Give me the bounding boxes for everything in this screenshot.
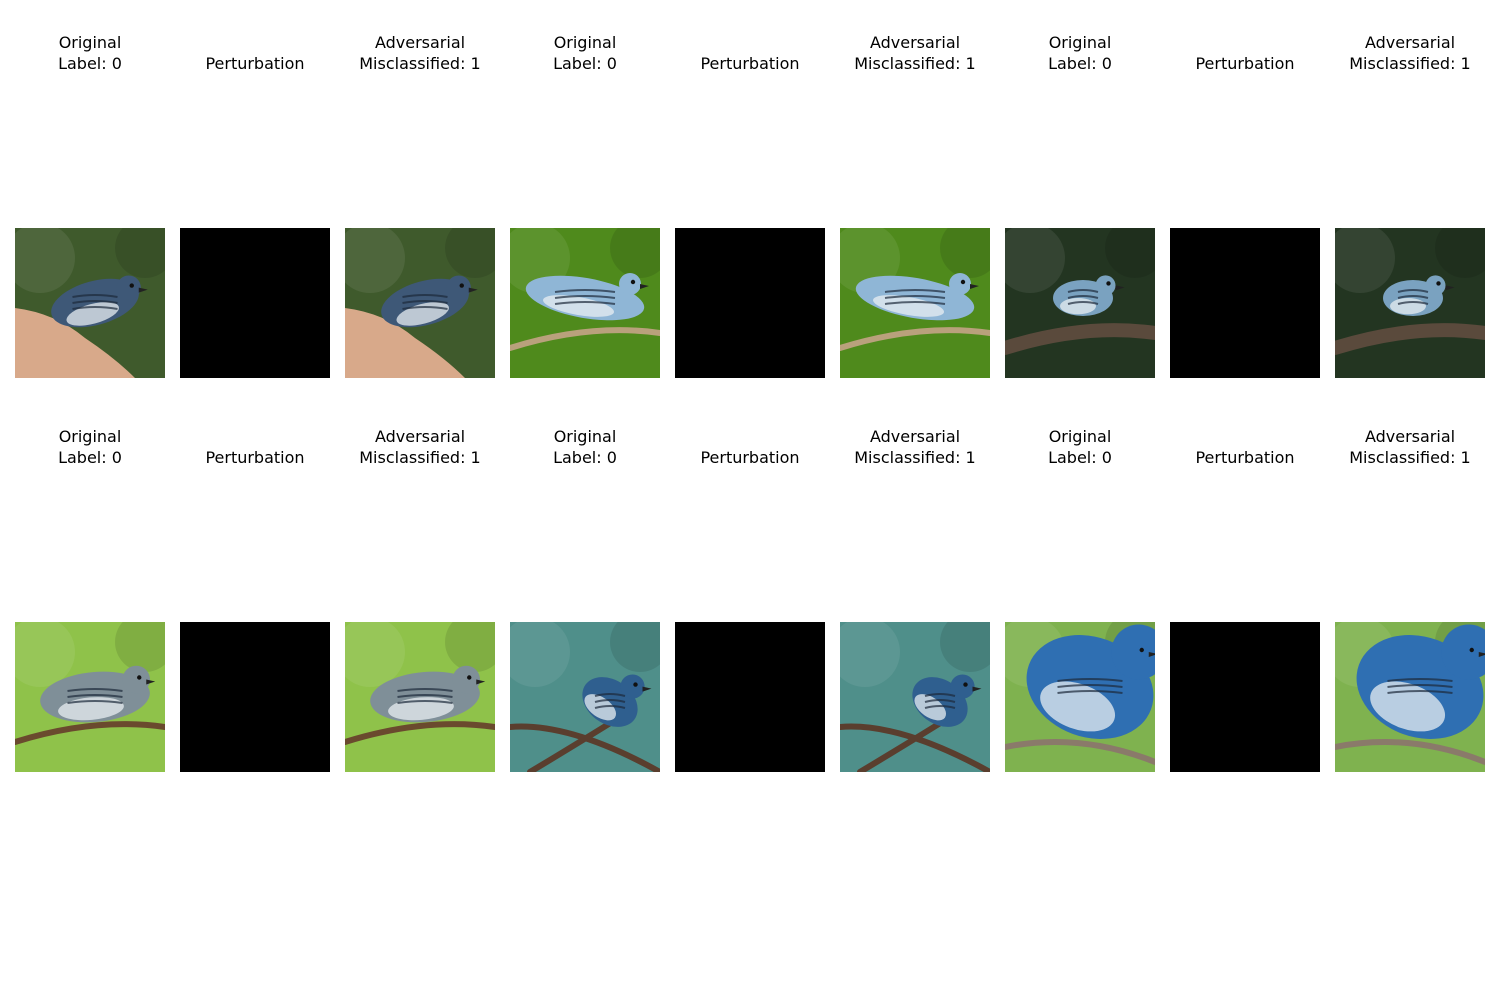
branch-shape bbox=[345, 721, 495, 745]
panel-title-line1: Original bbox=[1048, 33, 1112, 52]
perturbation-image bbox=[675, 228, 825, 378]
perturbation-image bbox=[180, 228, 330, 378]
perturbation-image bbox=[1170, 622, 1320, 772]
panel-title-line1: Adversarial bbox=[1364, 33, 1456, 52]
label-text: Label: 0 bbox=[1048, 54, 1112, 73]
adversarial-bird-image bbox=[345, 622, 495, 772]
perturbation-image bbox=[180, 622, 330, 772]
original-bird-image bbox=[1005, 622, 1155, 772]
adversarial-bird-image bbox=[840, 622, 990, 772]
adversarial-bird-image bbox=[345, 228, 495, 378]
label-text: Label: 0 bbox=[58, 448, 122, 467]
panel-title: Perturbation bbox=[160, 53, 350, 74]
perturbation-fill bbox=[1170, 228, 1320, 378]
perturbation-fill bbox=[675, 228, 825, 378]
bird-shape bbox=[912, 674, 982, 727]
misclassified-text: Misclassified: 1 bbox=[1349, 54, 1471, 73]
panel-title-line1: Perturbation bbox=[205, 448, 305, 467]
bird-shape bbox=[381, 275, 478, 328]
misclassified-text: Misclassified: 1 bbox=[359, 448, 481, 467]
panel-title: Perturbation bbox=[160, 447, 350, 468]
panel-title-line1: Perturbation bbox=[700, 448, 800, 467]
panel-title-line1: Original bbox=[553, 427, 617, 446]
panel-title-line1: Adversarial bbox=[869, 427, 961, 446]
original-bird-image bbox=[510, 622, 660, 772]
panel-title: Perturbation bbox=[1150, 447, 1340, 468]
bird-shape bbox=[855, 273, 979, 321]
perturbation-image bbox=[675, 622, 825, 772]
misclassified-text: Misclassified: 1 bbox=[854, 54, 976, 73]
misclassified-text: Misclassified: 1 bbox=[359, 54, 481, 73]
label-text: Label: 0 bbox=[58, 54, 122, 73]
panel-title-line1: Adversarial bbox=[374, 427, 466, 446]
bird-shape bbox=[40, 665, 156, 723]
branch-shape bbox=[840, 327, 990, 351]
bird-shape bbox=[51, 275, 148, 328]
branch-shape bbox=[1335, 323, 1485, 355]
bird-shape bbox=[1026, 624, 1155, 739]
branch-shape bbox=[15, 721, 165, 745]
original-bird-image bbox=[1005, 228, 1155, 378]
label-text: Label: 0 bbox=[553, 54, 617, 73]
bird-shape bbox=[582, 674, 652, 727]
panel-title-line1: Perturbation bbox=[205, 54, 305, 73]
bird-shape bbox=[1053, 275, 1125, 316]
label-text: Label: 0 bbox=[1048, 448, 1112, 467]
panel-title-line1: Original bbox=[58, 33, 122, 52]
bird-shape bbox=[370, 665, 486, 723]
perturbation-fill bbox=[180, 622, 330, 772]
panel-title-line1: Perturbation bbox=[700, 54, 800, 73]
panel-title: Perturbation bbox=[655, 447, 845, 468]
bird-shape bbox=[1383, 275, 1455, 316]
panel-title-line1: Original bbox=[58, 427, 122, 446]
original-bird-image bbox=[15, 622, 165, 772]
hand-shape bbox=[15, 308, 135, 378]
adversarial-bird-image bbox=[1335, 228, 1485, 378]
panel-title-line1: Original bbox=[553, 33, 617, 52]
adversarial-bird-image bbox=[840, 228, 990, 378]
perturbation-fill bbox=[675, 622, 825, 772]
panel-title: Perturbation bbox=[1150, 53, 1340, 74]
original-bird-image bbox=[510, 228, 660, 378]
panel-title-line1: Adversarial bbox=[1364, 427, 1456, 446]
branch-shape bbox=[1005, 323, 1155, 355]
panel-title-line1: Original bbox=[1048, 427, 1112, 446]
panel-title-line1: Adversarial bbox=[869, 33, 961, 52]
misclassified-text: Misclassified: 1 bbox=[854, 448, 976, 467]
original-bird-image bbox=[15, 228, 165, 378]
adversarial-bird-image bbox=[1335, 622, 1485, 772]
perturbation-fill bbox=[1170, 622, 1320, 772]
branch-shape bbox=[1335, 739, 1485, 765]
misclassified-text: Misclassified: 1 bbox=[1349, 448, 1471, 467]
panel-title: Perturbation bbox=[655, 53, 845, 74]
hand-shape bbox=[345, 308, 465, 378]
bird-shape bbox=[525, 273, 649, 321]
panel-title-line1: Perturbation bbox=[1195, 54, 1295, 73]
branch-shape bbox=[510, 327, 660, 351]
panel-title-line1: Adversarial bbox=[374, 33, 466, 52]
perturbation-fill bbox=[180, 228, 330, 378]
label-text: Label: 0 bbox=[553, 448, 617, 467]
panel-title-line1: Perturbation bbox=[1195, 448, 1295, 467]
perturbation-image bbox=[1170, 228, 1320, 378]
branch-shape bbox=[1005, 739, 1155, 765]
bird-shape bbox=[1356, 624, 1485, 739]
